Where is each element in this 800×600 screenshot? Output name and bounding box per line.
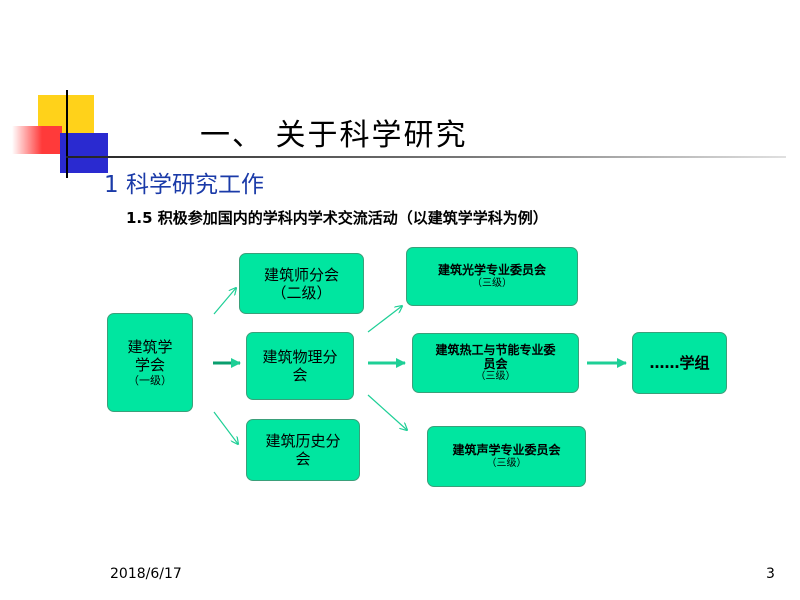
node-level: （一级） (128, 373, 172, 387)
node-label: 员会 (483, 357, 508, 371)
node-level: （三级） (475, 371, 516, 383)
slide-title: 一、 关于科学研究 (200, 118, 468, 153)
node-label: 建筑声学专业委员会 (452, 443, 561, 458)
node-label: 建筑热工与节能专业委 (435, 342, 556, 357)
node-label: 学会 (134, 355, 165, 374)
node-committee-optics: 建筑光学专业委员会 （三级） (406, 247, 578, 306)
footer-date: 2018/6/17 (110, 566, 182, 582)
node-committee-thermal: 建筑热工与节能专业委 员会 （三级） (412, 333, 579, 393)
decor-red-square (12, 126, 62, 154)
node-branch-architects: 建筑师分会 （二级） (239, 253, 364, 314)
decor-vertical-line (66, 90, 68, 178)
arrow-branch2-to-c3 (367, 394, 407, 430)
node-study-group: ……学组 (632, 332, 727, 394)
node-label: 会 (292, 366, 308, 384)
title-divider (66, 156, 786, 158)
node-branch-history: 建筑历史分 会 (246, 419, 360, 481)
node-label: 建筑历史分 (265, 432, 341, 450)
subsection-heading: 1.5 积极参加国内的学科内学术交流活动（以建筑学学科为例） (126, 209, 548, 227)
node-label: 建筑光学专业委员会 (437, 263, 546, 278)
node-level: （三级） (472, 277, 512, 289)
section-heading: 1 科学研究工作 (104, 172, 264, 198)
node-branch-physics: 建筑物理分 会 (246, 332, 354, 400)
arrow-root-to-branch3 (213, 411, 238, 444)
page-number: 3 (766, 566, 775, 582)
node-architecture-society: 建筑学 学会 （一级） (107, 313, 193, 412)
node-label: 建筑学 (127, 337, 173, 356)
node-committee-acoustics: 建筑声学专业委员会 （三级） (427, 426, 586, 487)
node-level: （三级） (486, 457, 527, 469)
node-label: 建筑物理分 (262, 348, 338, 366)
arrow-branch2-to-c1 (367, 306, 402, 333)
node-level: （二级） (271, 283, 332, 302)
node-label: 建筑师分会 (263, 265, 339, 284)
arrow-root-to-branch1 (213, 288, 236, 315)
node-label: ……学组 (649, 354, 710, 372)
decor-blue-square (60, 133, 108, 173)
node-label: 会 (295, 450, 311, 468)
